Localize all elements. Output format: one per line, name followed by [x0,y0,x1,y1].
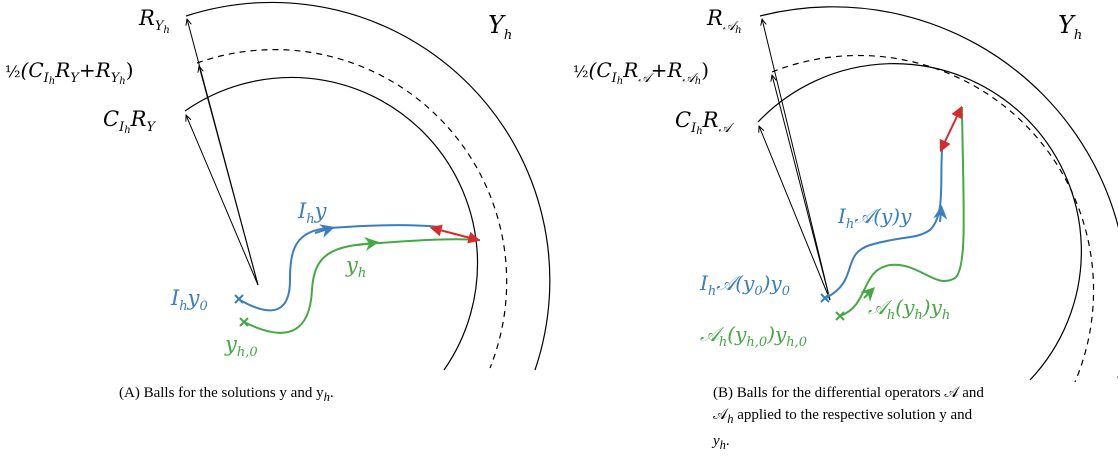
green-trajectory-yh [243,238,481,334]
caption-tag-a: (A) [119,385,140,401]
ball-mid-arc [196,49,508,369]
blue-arrow-ihy [314,224,335,238]
label-yh0-a: yh,0 [224,332,258,360]
label-iha-y0-b: Ih𝒜(y0)y0 [699,271,790,299]
blue-arrow-b [933,205,948,223]
radius-arrow-r-b [762,19,831,301]
panel-a: Yh RYh ½(CIhRY+RYh) CIhRY Ihy Ihy0 yh yh… [5,1,551,371]
label-yh-green-a: yh [345,253,366,281]
caption-text-a: Balls for the solutions y and y [139,385,324,401]
label-r-yh-a: RYh [138,6,170,36]
caption-line3-b: y [713,433,720,449]
blue-start-cross [234,294,244,304]
caption-line1-b: Balls for the differential operators 𝒜 a… [733,385,984,401]
label-iha-y-b: Ih𝒜(y)y [837,204,912,232]
panel-b: Yh R𝒜h ½(CIhR𝒜+R𝒜h) CIhR𝒜 Ih𝒜(y)y Ih𝒜(y0… [573,6,1118,383]
label-c-ir-ra-b: CIhR𝒜 [675,108,734,137]
green-arrow-b [860,287,875,302]
caption-line2-sub-b: h [727,412,734,426]
caption-panel-b: (B) Balls for the differential operators… [713,382,1043,456]
blue-trajectory-ihy [239,224,441,312]
ball-r-yh-arc [185,1,551,371]
blue-start-cross-b [820,293,830,303]
label-ihy-a: Ihy [297,199,328,227]
label-yh-a: Yh [488,11,512,43]
red-difference-arrow-b [939,105,963,153]
label-ah-yh0-b: 𝒜h(yh,0)yh,0 [700,322,807,350]
caption-tag-b: (B) [713,385,733,401]
label-mid-a: ½(CIhRY+RYh) [5,58,134,87]
label-yh-b: Yh [1058,11,1082,43]
label-r-ah-b: R𝒜h [706,6,742,36]
radius-arrow-c [186,115,259,286]
caption-line2b-b: applied to the respective solution y and [733,407,973,423]
green-start-cross [239,317,249,327]
ball-r-ah-arc [759,6,1118,378]
green-arrow-yh [357,237,379,251]
ball-c-ir-ra-arc [757,63,1082,381]
green-start-cross-b [835,311,845,321]
radius-arrow-r [187,19,259,286]
label-ah-yh-b: 𝒜h(yh)yh [868,295,950,323]
label-mid-b: ½(CIhR𝒜+R𝒜h) [573,58,709,87]
label-c-ir-ry-a: CIhRY [103,107,156,136]
caption-end-a: . [329,385,334,401]
caption-line3-end-b: . [725,433,730,449]
radius-arrow-mid-b [772,75,831,301]
blue-trajectory-b [825,149,943,299]
ball-mid-arc-b [771,54,1095,383]
caption-line2a-b: 𝒜 [713,407,728,423]
caption-panel-a: (A) Balls for the solutions y and yh. [119,382,539,408]
caption-sub-a: h [323,390,330,404]
ball-c-ir-ry-arc [184,76,479,371]
caption-line3-sub-b: h [719,438,726,452]
red-difference-arrow-a [429,224,481,244]
radius-arrow-c-b [759,126,831,301]
label-ihy0-a: Ihy0 [170,286,208,314]
green-trajectory-b [839,106,965,317]
